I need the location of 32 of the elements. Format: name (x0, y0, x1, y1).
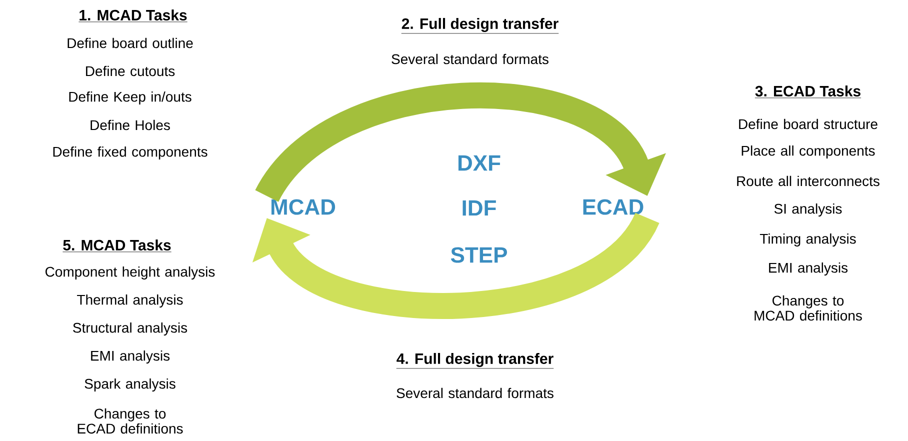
task-item: Define Keep in/outs (69, 91, 192, 105)
system-label: MCAD (271, 199, 336, 215)
task-item: Route all interconnects (737, 176, 880, 186)
format-label: IDF (462, 200, 496, 216)
task-heading: 1. MCAD Tasks (78, 10, 188, 22)
task-heading: 5. MCAD Tasks (62, 239, 172, 252)
task-item: Structural analysis (73, 322, 188, 336)
task-item: Spark analysis (84, 378, 176, 392)
task-item: EMI analysis (769, 262, 848, 276)
task-item: Changes to MCAD definitions (754, 295, 862, 321)
task-item: Define Holes (90, 120, 170, 130)
task-item: Changes to ECAD definitions (78, 408, 183, 434)
task-item: Define cutouts (86, 66, 175, 76)
task-item: Thermal analysis (77, 294, 183, 308)
task-item: Place all components (742, 145, 875, 159)
task-heading: 4. Full design transfer (396, 352, 554, 369)
task-item: Component height analysis (46, 266, 215, 280)
task-item: SI analysis (774, 203, 842, 217)
task-item: Define board outline (68, 38, 193, 48)
task-item: Several standard formats (396, 388, 554, 398)
task-item: Define board structure (739, 118, 878, 130)
task-item: Several standard formats (392, 54, 548, 64)
task-item: Define fixed components (53, 146, 208, 160)
task-heading: 2. Full design transfer (401, 18, 559, 34)
format-label: DXF (458, 155, 500, 171)
system-label: ECAD (583, 199, 644, 215)
format-label: STEP (450, 247, 507, 263)
task-item: EMI analysis (91, 350, 170, 364)
task-heading: 3. ECAD Tasks (754, 85, 862, 98)
task-item: Timing analysis (760, 233, 856, 247)
curved-arrow (256, 82, 666, 204)
curved-arrow (252, 210, 658, 319)
